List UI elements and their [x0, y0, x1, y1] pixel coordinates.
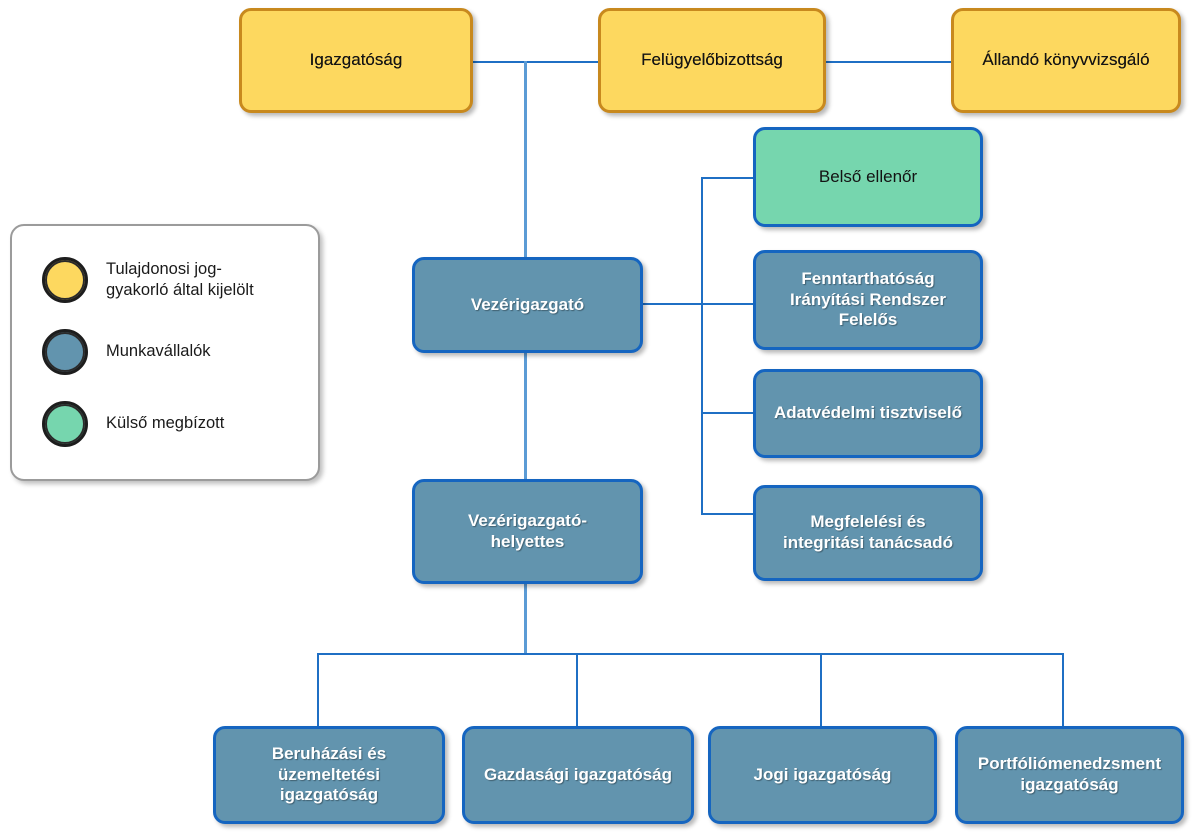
connector-trunk-to-ceo — [524, 61, 527, 259]
connector-deputy-to-fanbar — [524, 583, 527, 654]
legend-panel: Tulajdonosi jog- gyakorló által kijelölt… — [10, 224, 320, 481]
node-ceo-label: Vezérigazgató — [470, 294, 585, 314]
connector-staff-branch-sustainability — [701, 303, 755, 305]
node-internal-auditor-label: Belső ellenőr — [818, 166, 918, 186]
node-ceo[interactable]: Vezérigazgató — [412, 257, 643, 353]
legend-item-owner-appointed: Tulajdonosi jog- gyakorló által kijelölt — [26, 244, 304, 316]
green-circle-icon — [42, 401, 88, 447]
connector-supervisory-to-auditor — [824, 61, 954, 63]
node-economic-label: Gazdasági igazgatóság — [484, 764, 672, 784]
node-sustainability-officer[interactable]: Fenntarthatóság Irányítási Rendszer Fele… — [753, 250, 983, 350]
connector-fan-bar — [317, 653, 1064, 655]
node-board-label: Igazgatóság — [309, 50, 403, 70]
node-investment-ops-label: Beruházási és üzemeltetési igazgatóság — [271, 743, 387, 805]
node-legal-label: Jogi igazgatóság — [753, 764, 892, 784]
connector-ceo-to-deputy — [524, 352, 527, 480]
node-data-protection-officer[interactable]: Adatvédelmi tisztviselő — [753, 369, 983, 458]
legend-item-employees-label: Munkavállalók — [106, 342, 211, 361]
node-portfolio-management-label: Portfóliómenedzsment igazgatóság — [977, 754, 1162, 794]
node-supervisory-board[interactable]: Felügyelőbizottság — [598, 8, 826, 113]
connector-staff-trunk — [701, 177, 703, 515]
connector-fan-drop-portfolio — [1062, 653, 1064, 727]
node-supervisory-board-label: Felügyelőbizottság — [641, 50, 783, 70]
connector-staff-branch-dpo — [701, 412, 755, 414]
connector-ceo-to-staff-trunk — [641, 303, 703, 305]
connector-fan-drop-investment — [317, 653, 319, 727]
connector-staff-branch-internal-auditor — [701, 177, 755, 179]
node-compliance-advisor[interactable]: Megfelelési és integritási tanácsadó — [753, 485, 983, 581]
connector-board-to-supervisory — [471, 61, 601, 63]
node-compliance-advisor-label: Megfelelési és integritási tanácsadó — [782, 512, 954, 552]
node-portfolio-management[interactable]: Portfóliómenedzsment igazgatóság — [955, 726, 1184, 824]
node-sustainability-officer-label: Fenntarthatóság Irányítási Rendszer Fele… — [790, 268, 946, 330]
legend-item-external-label: Külső megbízott — [106, 414, 225, 433]
node-investment-ops[interactable]: Beruházási és üzemeltetési igazgatóság — [213, 726, 445, 824]
legend-item-owner-appointed-label: Tulajdonosi jog- gyakorló által kijelölt — [106, 259, 254, 299]
node-deputy-ceo-label: Vezérigazgató- helyettes — [467, 510, 588, 551]
legend-item-employees: Munkavállalók — [26, 316, 304, 388]
connector-fan-drop-economic — [576, 653, 578, 727]
blue-circle-icon — [42, 329, 88, 375]
yellow-circle-icon — [42, 257, 88, 303]
node-internal-auditor[interactable]: Belső ellenőr — [753, 127, 983, 227]
node-permanent-auditor-label: Állandó könyvvizsgáló — [982, 50, 1150, 70]
connector-fan-drop-legal — [820, 653, 822, 727]
node-data-protection-officer-label: Adatvédelmi tisztviselő — [773, 403, 962, 423]
node-board[interactable]: Igazgatóság — [239, 8, 473, 113]
node-deputy-ceo[interactable]: Vezérigazgató- helyettes — [412, 479, 643, 584]
connector-staff-branch-compliance — [701, 513, 755, 515]
legend-item-external: Külső megbízott — [26, 388, 304, 460]
node-economic[interactable]: Gazdasági igazgatóság — [462, 726, 694, 824]
node-permanent-auditor[interactable]: Állandó könyvvizsgáló — [951, 8, 1181, 113]
node-legal[interactable]: Jogi igazgatóság — [708, 726, 937, 824]
